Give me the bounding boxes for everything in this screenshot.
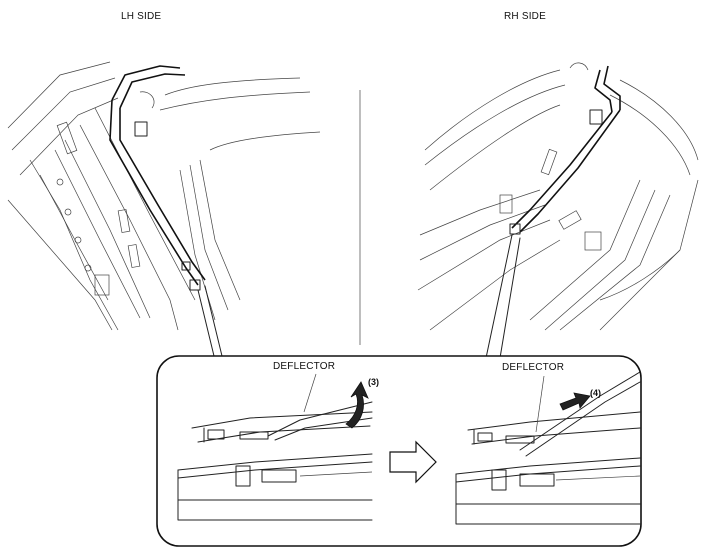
deflector-right-leader bbox=[535, 375, 545, 433]
detail-view-step-3 bbox=[177, 401, 373, 521]
lh-leader-left bbox=[197, 289, 215, 357]
lh-side-label: LH SIDE bbox=[121, 11, 162, 22]
rh-leader-left bbox=[485, 234, 513, 359]
step-4-label: (4) bbox=[590, 388, 601, 398]
step-3-label: (3) bbox=[368, 377, 379, 387]
detail-callout-box bbox=[156, 355, 642, 547]
deflector-right-label: DEFLECTOR bbox=[502, 362, 565, 373]
deflector-left-label: DEFLECTOR bbox=[273, 361, 336, 372]
rh-sunroof-frame-illustration bbox=[417, 62, 699, 331]
detail-view-step-4 bbox=[455, 371, 641, 525]
deflector-left-leader bbox=[303, 373, 317, 413]
lh-leader-right bbox=[204, 285, 223, 357]
rh-side-label: RH SIDE bbox=[504, 11, 546, 22]
curved-up-arrow-icon bbox=[345, 381, 369, 429]
lh-sunroof-frame-illustration bbox=[7, 61, 321, 331]
right-arrow-icon bbox=[389, 440, 437, 484]
rh-leader-right bbox=[499, 237, 521, 359]
straight-arrow-icon bbox=[559, 392, 591, 411]
